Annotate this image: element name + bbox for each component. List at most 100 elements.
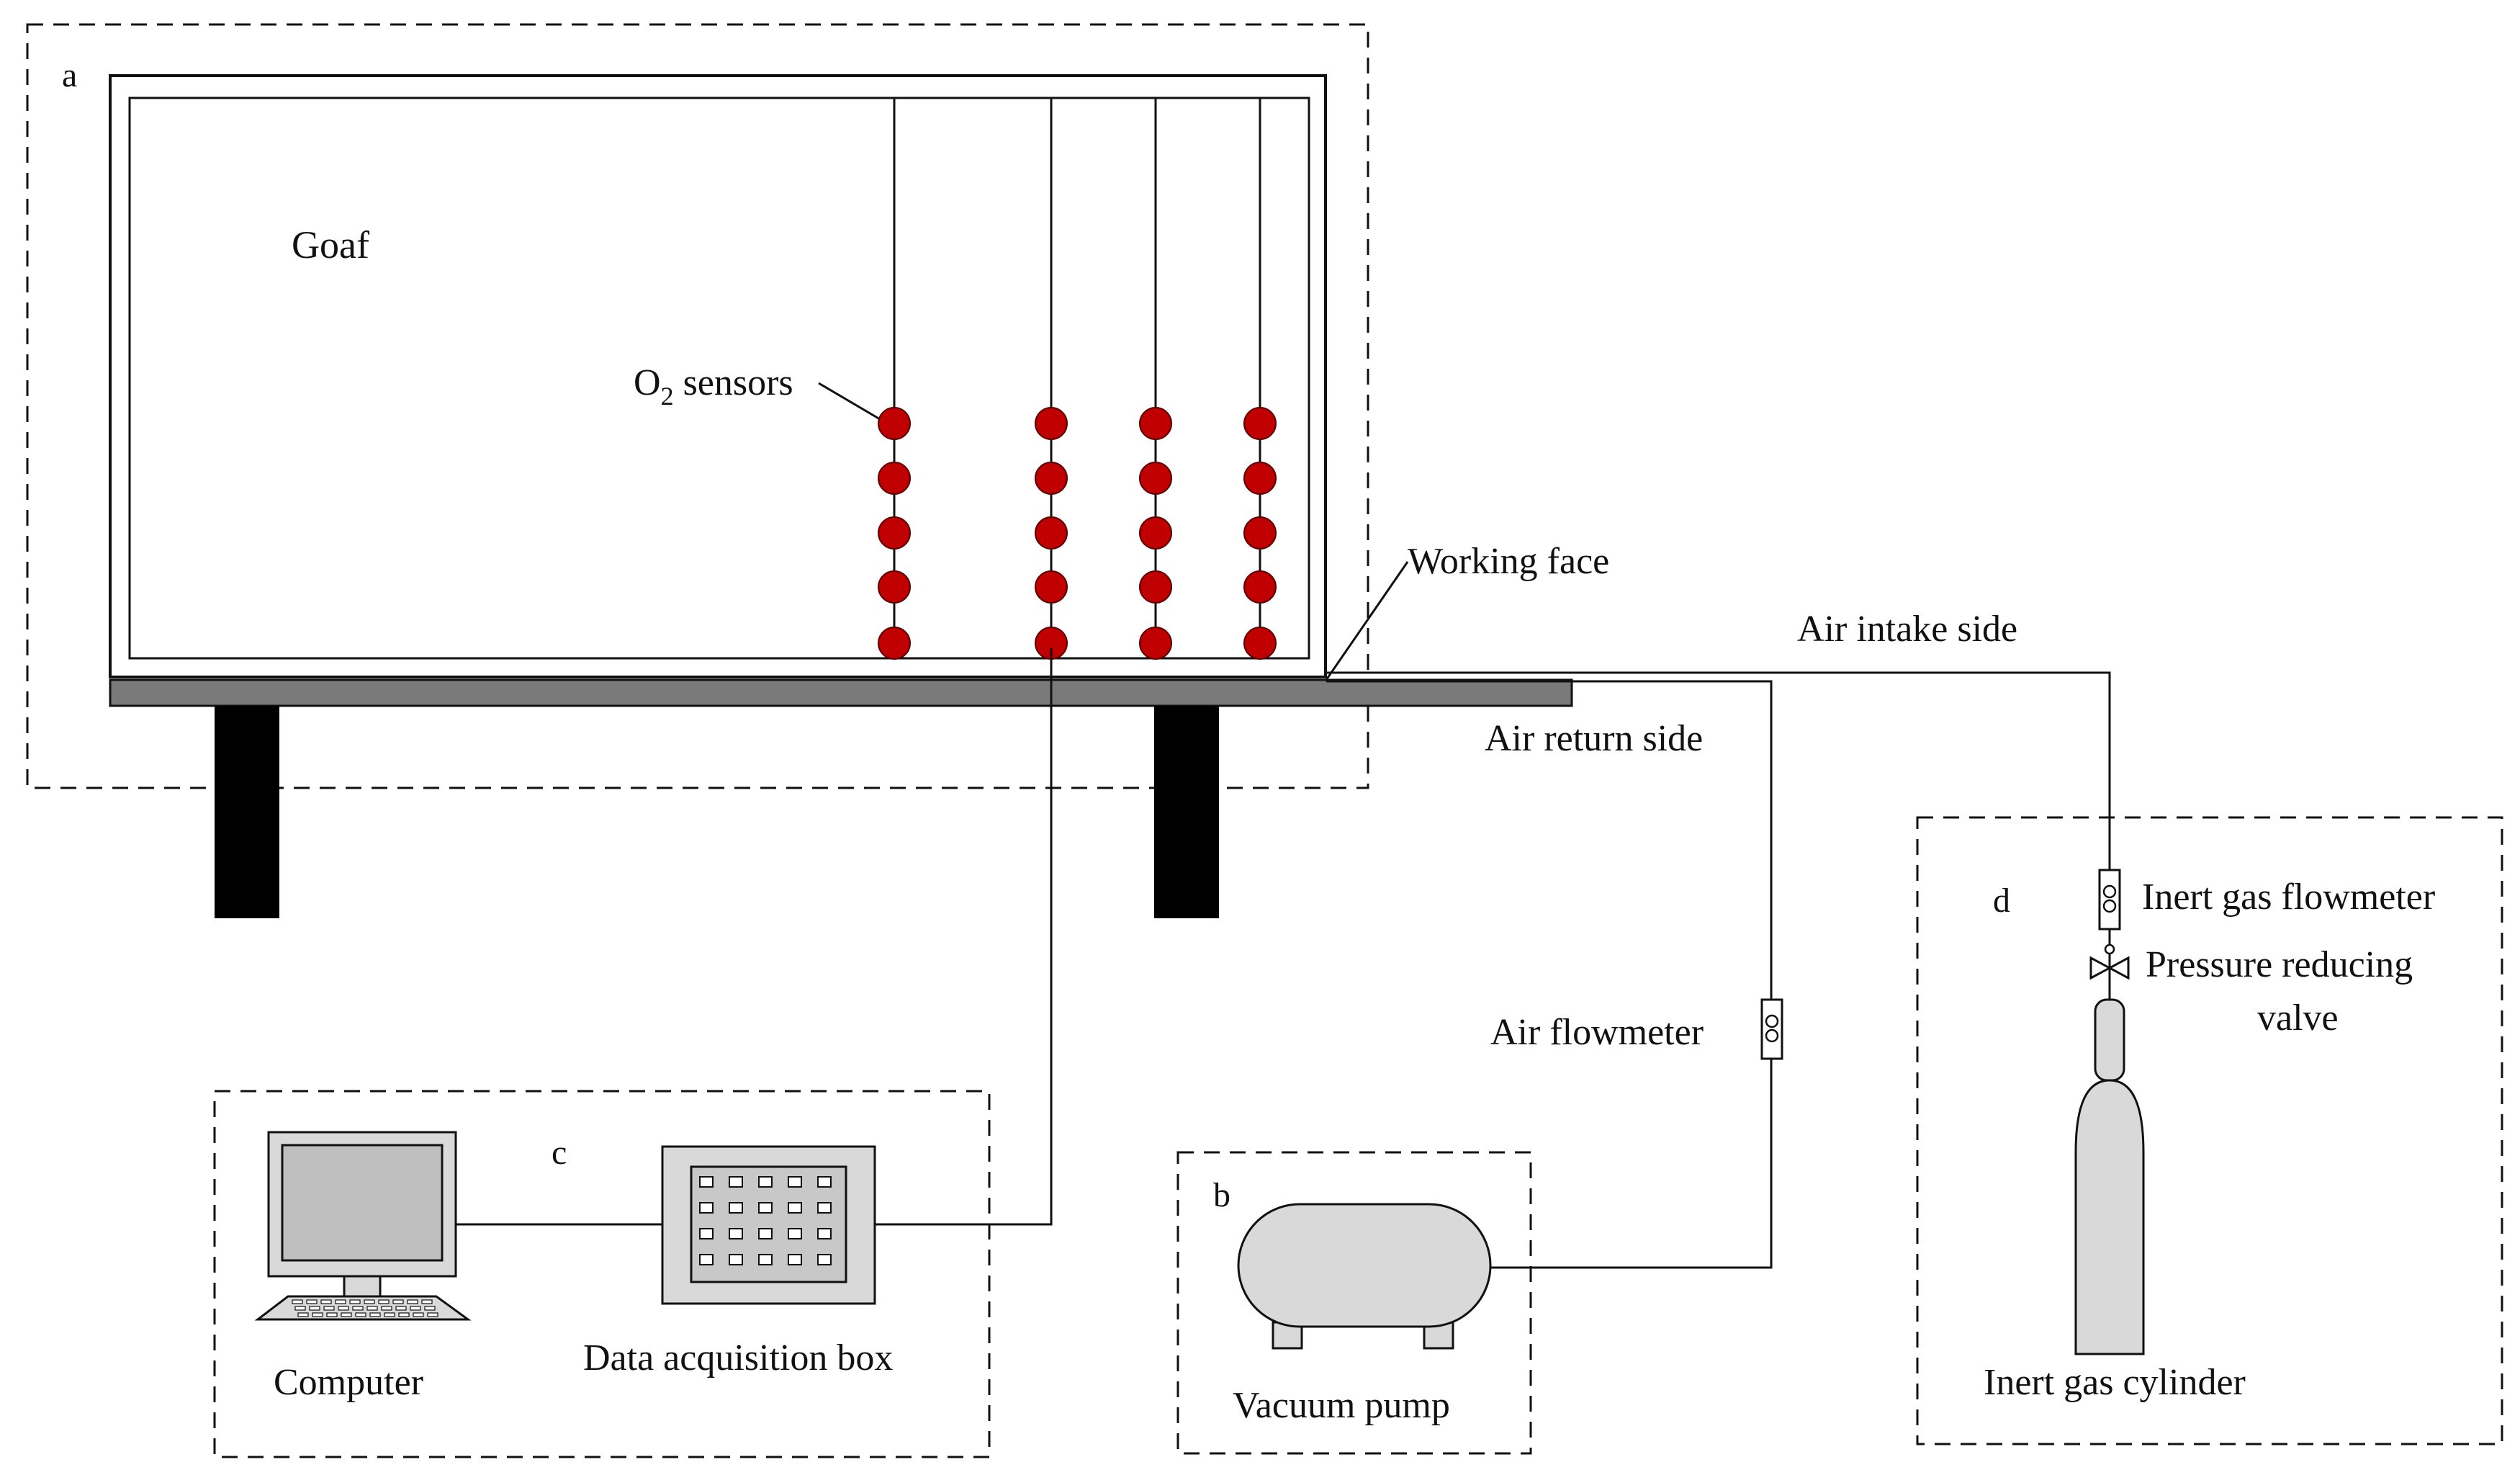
panel-a-border: [26, 23, 1369, 789]
sensor-cable: [875, 648, 1053, 1226]
keyboard-key: [341, 1312, 352, 1317]
panel-d-border: [1916, 816, 2503, 1445]
daq-button: [758, 1176, 773, 1188]
air-flowmeter-label: Air flowmeter: [1490, 1012, 1704, 1053]
daq-button: [699, 1176, 714, 1188]
panel-a-letter: a: [62, 56, 77, 94]
pressure-valve-label-line1: Pressure reducing: [2146, 944, 2413, 985]
daq-button: [758, 1254, 773, 1265]
keyboard-key: [378, 1299, 390, 1304]
keyboard-key: [338, 1306, 349, 1311]
daq-button: [699, 1202, 714, 1214]
o2-subscript: 2: [661, 382, 674, 411]
working-face-leader: [1325, 561, 1409, 681]
inert-flowmeter-float-1: [2102, 884, 2117, 899]
o2-sensor: [1139, 516, 1172, 550]
daq-button: [817, 1228, 832, 1239]
keyboard-key: [326, 1312, 338, 1317]
keyboard-key: [292, 1299, 303, 1304]
inert-gas-cylinder-icon: [2074, 998, 2145, 1355]
air-return-label: Air return side: [1485, 718, 1703, 759]
keyboard-key: [349, 1299, 361, 1304]
daq-button: [729, 1176, 743, 1188]
o2-sensor: [878, 407, 911, 440]
air-intake-label: Air intake side: [1797, 609, 2017, 650]
keyboard-key: [424, 1306, 436, 1311]
air-flowmeter-float-1: [1765, 1014, 1779, 1028]
daq-buttons: [699, 1176, 832, 1265]
keyboard-key: [410, 1306, 421, 1311]
daq-button: [699, 1228, 714, 1239]
o2-sensor: [878, 516, 911, 550]
air-flowmeter-float-2: [1765, 1028, 1779, 1043]
panel-b-border: [1176, 1151, 1532, 1455]
vacuum-pump-label: Vacuum pump: [1233, 1385, 1450, 1426]
keyboard-key: [369, 1312, 381, 1317]
air-intake-pipe: [1326, 671, 2111, 873]
daq-button: [729, 1254, 743, 1265]
air-pipes: Air intake side Air return side Air flow…: [1326, 609, 2111, 1269]
o2-sensors-leader: [818, 382, 881, 421]
o2-sensor: [878, 627, 911, 660]
keyboard-key: [366, 1306, 378, 1311]
keyboard-key: [392, 1299, 404, 1304]
data-acquisition-box-icon: [661, 1145, 876, 1305]
o2-sensor: [1243, 407, 1277, 440]
inert-gas-flowmeter-label: Inert gas flowmeter: [2142, 877, 2435, 918]
o2-sensor: [1139, 627, 1172, 660]
goaf-label: Goaf: [292, 223, 369, 266]
panel-c-letter: c: [552, 1134, 567, 1172]
o2-symbol: O: [634, 362, 661, 403]
keyboard-key: [364, 1299, 375, 1304]
o2-sensor-array: [878, 98, 1277, 660]
pressure-reducing-valve-icon: [2089, 943, 2130, 980]
keyboard-key: [306, 1299, 318, 1304]
platform-board: [109, 678, 1573, 707]
panel-d: d Inert gas flowmeter Pressure reducing …: [1916, 816, 2503, 1445]
daq-button: [729, 1228, 743, 1239]
keyboard-key: [384, 1312, 395, 1317]
keyboard-keys: [292, 1299, 438, 1317]
panel-b-letter: b: [1213, 1176, 1230, 1214]
computer-icon: [254, 1131, 472, 1321]
o2-sensor: [1243, 462, 1277, 495]
daq-button: [758, 1228, 773, 1239]
keyboard-key: [323, 1306, 335, 1311]
panel-a: a Goaf O2 sensors Working face: [26, 23, 1609, 918]
o2-sensor: [1035, 407, 1068, 440]
platform-leg-right: [1154, 706, 1219, 918]
keyboard-key: [355, 1312, 366, 1317]
keyboard-key: [427, 1312, 438, 1317]
keyboard-key: [395, 1306, 407, 1311]
panel-d-letter: d: [1993, 882, 2010, 920]
daq-button: [758, 1202, 773, 1214]
o2-sensor: [1035, 570, 1068, 604]
daq-button: [788, 1228, 802, 1239]
o2-sensors-text: sensors: [674, 362, 793, 403]
keyboard-key: [335, 1299, 346, 1304]
daq-button: [817, 1254, 832, 1265]
keyboard-key: [294, 1306, 306, 1311]
platform-leg-left: [215, 706, 279, 918]
inert-gas-cylinder-label: Inert gas cylinder: [1984, 1362, 2246, 1403]
panel-c: c Computer Data acquisition box: [213, 648, 1053, 1458]
daq-button: [788, 1176, 802, 1188]
keyboard-key: [398, 1312, 410, 1317]
o2-sensor: [1139, 570, 1172, 604]
daq-button: [729, 1202, 743, 1214]
o2-sensor: [1035, 516, 1068, 550]
keyboard-key: [421, 1299, 433, 1304]
computer-label: Computer: [274, 1362, 423, 1403]
keyboard-key: [413, 1312, 424, 1317]
daq-button: [817, 1202, 832, 1214]
keyboard-key: [297, 1312, 309, 1317]
inert-flowmeter-float-2: [2102, 899, 2117, 913]
keyboard-key: [320, 1299, 332, 1304]
daq-button: [817, 1176, 832, 1188]
data-box-label: Data acquisition box: [583, 1337, 893, 1378]
o2-sensors-label: O2 sensors: [634, 362, 793, 411]
pressure-valve-label-line2: valve: [2257, 997, 2339, 1039]
working-face-label: Working face: [1408, 541, 1609, 582]
keyboard-key: [407, 1299, 418, 1304]
